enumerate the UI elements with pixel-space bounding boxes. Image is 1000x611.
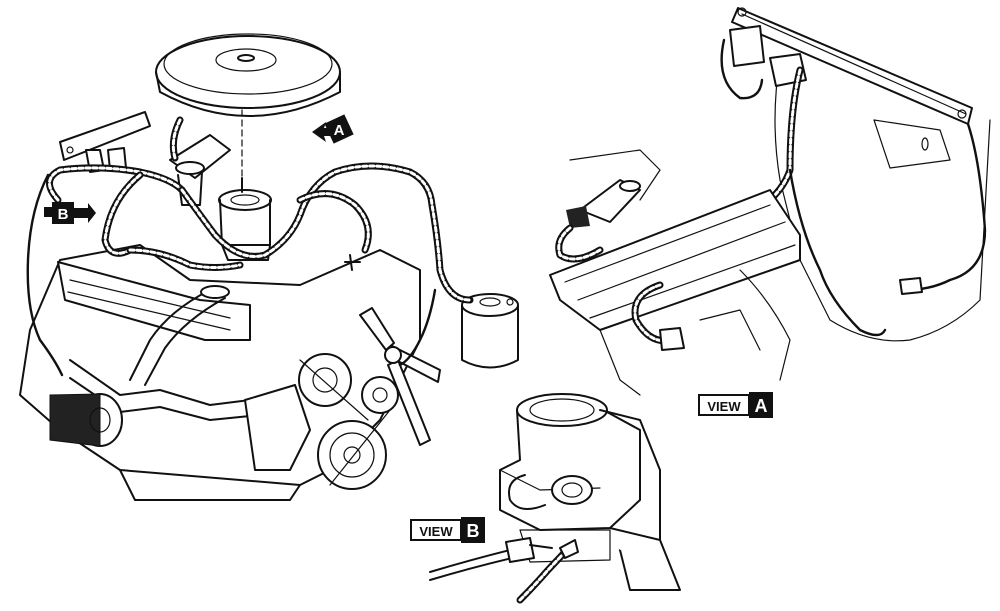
- view-b-detail: VIEW B: [410, 393, 681, 604]
- air-cleaner: [155, 33, 341, 181]
- pulleys: [298, 353, 399, 490]
- callout-b-label: B: [58, 206, 69, 223]
- callout-a-arrow: A: [312, 114, 354, 144]
- fan: [359, 307, 441, 446]
- view-a-valve-cover: [549, 189, 801, 331]
- carburetor: [218, 177, 272, 261]
- view-a-connectors: [720, 25, 807, 100]
- view-b-letter: B: [467, 521, 480, 541]
- view-b-word: VIEW: [419, 524, 453, 539]
- wiring-harness: [26, 116, 474, 377]
- view-b-label: VIEW B: [410, 517, 485, 543]
- callout-b-arrow: B: [44, 201, 96, 224]
- view-b-carburetor: [499, 393, 681, 591]
- engine-assembly: A B: [19, 33, 519, 501]
- harness-bracket-left: [59, 111, 151, 173]
- firewall-rail: [731, 7, 973, 125]
- view-a-word: VIEW: [707, 399, 741, 414]
- view-a-letter: A: [755, 396, 768, 416]
- view-a-label: VIEW A: [698, 392, 773, 418]
- distributor: [169, 134, 231, 206]
- callout-a-label: A: [334, 122, 345, 139]
- starter-motor: [49, 393, 123, 447]
- vapor-canister: [461, 293, 519, 369]
- view-a-detail: VIEW A: [549, 7, 991, 418]
